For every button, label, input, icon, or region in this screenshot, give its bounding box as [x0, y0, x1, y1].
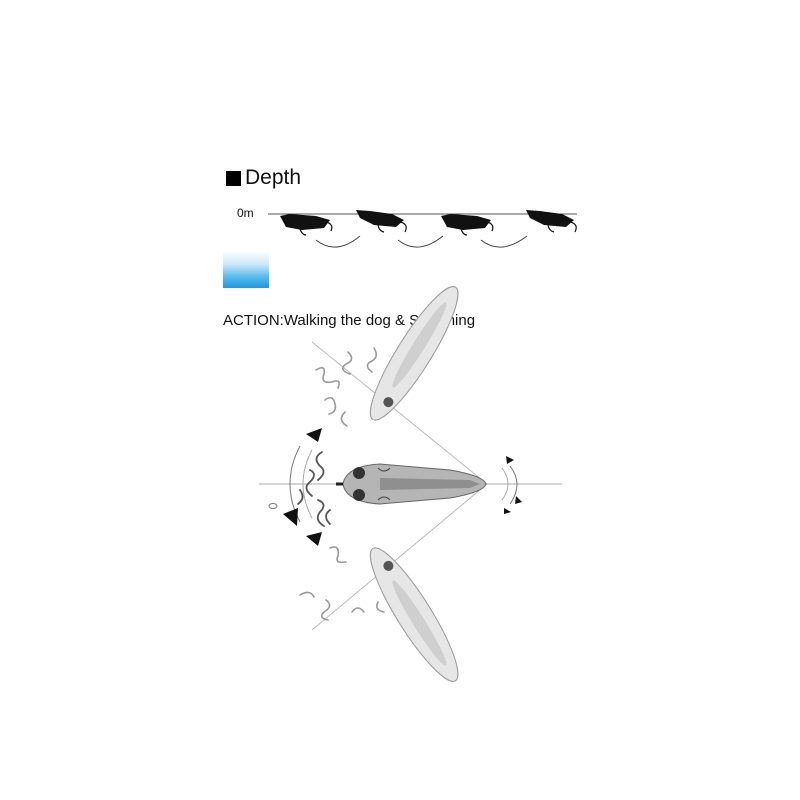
swing-arc-left-inner [302, 449, 313, 519]
depth-title-text: Depth [245, 166, 302, 189]
splash-lines-dark [297, 451, 331, 527]
surface-depth-label: 0m [237, 206, 254, 220]
square-bullet-icon [226, 170, 241, 186]
action-title: ACTION:Walking the dog & Splashing [223, 312, 476, 329]
guide-line [311, 341, 488, 485]
lure-silhouette-icon [356, 210, 407, 233]
arrow-left-icon [283, 508, 298, 526]
arrow-up-icon [306, 428, 322, 442]
arrow-small-icon [504, 508, 511, 514]
depth-heading: Depth [226, 166, 301, 190]
swing-arc-right [509, 465, 518, 505]
swing-arc-right-inner [501, 467, 509, 501]
lure-upper-position [369, 286, 459, 421]
lure-silhouette-icon [441, 214, 494, 236]
lure-silhouette-icon [280, 214, 333, 236]
swim-path-arc [397, 235, 444, 248]
splash-drop-icon [268, 503, 278, 509]
lure-silhouette-icon [526, 210, 577, 233]
arrow-down-icon [306, 532, 322, 546]
depth-gradient-bar [223, 251, 269, 288]
splash-lines [299, 347, 385, 621]
lure-lower-position [369, 547, 459, 682]
lure-center-position [336, 463, 487, 505]
swim-path-arc [480, 235, 528, 248]
guide-line [311, 483, 488, 631]
swim-path-arc [315, 235, 361, 248]
arrow-small-icon [506, 456, 514, 464]
arrow-small-icon [515, 496, 522, 504]
